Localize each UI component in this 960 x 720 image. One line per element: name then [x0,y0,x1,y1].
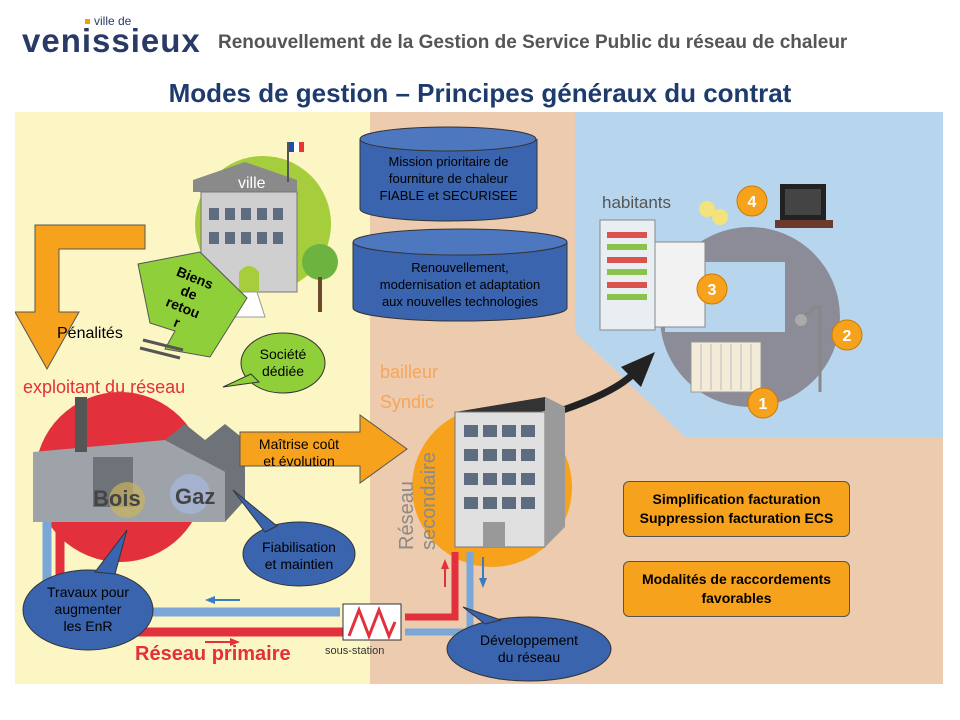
exploitant-label: exploitant du réseau [23,377,185,397]
mission-cylinder [359,126,538,222]
travaux-text: Travaux pour augmenter les EnR [23,584,153,635]
logo-dot [85,19,90,24]
travaux-bubble [22,529,154,651]
number-badges [696,185,863,419]
renouvellement-text: Renouvellement, modernisation et adaptat… [353,259,567,310]
simplification-line-1: Simplification facturation [652,491,821,507]
badge-2-label: 2 [843,328,852,345]
renouvellement-line-2: modernisation et adaptation [379,277,541,292]
arrow-to-habitants-icon [561,352,655,414]
societe-dediee-text: Société dédiée [241,346,325,380]
badge-3-label: 3 [708,282,717,299]
header-title: Renouvellement de la Gestion de Service … [218,32,848,53]
badge-1 [747,387,779,419]
badge-2 [831,319,863,351]
badge-4 [736,185,768,217]
bailleur-label: bailleur [380,362,438,382]
simplification-box: Simplification facturation Suppression f… [623,481,850,537]
gaz-label: Gaz [175,484,215,509]
logo-small-text: ville de [94,14,132,28]
syndic-label: Syndic [380,392,434,412]
ville-label: ville [238,175,266,192]
renouvellement-line-3: aux nouvelles technologies [381,294,539,309]
badge-4-label: 4 [748,194,757,211]
fridge-icon [599,219,706,331]
mission-line-2: fourniture de chaleur [388,171,509,186]
apartment-building-icon [454,397,565,548]
factory-icon [33,397,245,522]
reseau-secondaire-label-2: secondaire [418,452,440,550]
maitrise-line-1: Maîtrise coût [258,436,340,452]
bulbs-icon [699,201,728,225]
modalites-line-2: favorables [701,590,772,606]
travaux-line-1: Travaux pour [47,584,129,600]
modalites-box: Modalités de raccordements favorables [623,561,850,617]
simplification-line-2: Suppression facturation ECS [639,510,834,526]
fiabilisation-bubble [232,489,356,587]
mission-text: Mission prioritaire de fourniture de cha… [360,153,537,204]
societe-line-1: Société [259,346,307,362]
penalites-arrow-icon [15,224,146,371]
maitrise-text: Maîtrise coût et évolution [244,436,354,470]
maitrise-line-2: et évolution [263,453,335,469]
renouvellement-cylinder [352,228,568,322]
sous-station-label: sous-station [325,645,384,657]
fiabilisation-line-1: Fiabilisation [262,539,336,555]
travaux-line-3: les EnR [63,618,113,634]
sous-station-icon [342,603,402,641]
radiator-icon [690,341,762,393]
flow-arrows-icon [205,557,487,646]
page-title: Modes de gestion – Principes généraux du… [168,78,792,108]
fiabilisation-text: Fiabilisation et maintien [243,539,355,573]
badge-3 [696,273,728,305]
tree-icon [302,244,338,312]
mission-line-3: FIABLE et SECURISEE [379,188,518,203]
societe-line-2: dédiée [261,363,305,379]
penalites-label: Pénalités [57,325,123,342]
renouvellement-line-1: Renouvellement, [411,260,509,275]
fiabilisation-line-2: et maintien [264,556,334,572]
habitants-label: habitants [602,193,671,212]
bois-label: Bois [93,486,141,511]
societe-dediee-bubble [222,332,326,394]
mission-line-1: Mission prioritaire de [388,154,509,169]
tv-icon [775,184,833,228]
developpement-line-1: Développement [479,632,579,648]
diagram-scene: 4 3 2 1 Bois Gaz [15,112,943,684]
travaux-line-2: augmenter [54,601,122,617]
developpement-text: Développement du réseau [447,632,611,666]
developpement-line-2: du réseau [497,649,561,665]
badge-1-label: 1 [759,396,768,413]
modalites-line-1: Modalités de raccordements [641,571,832,587]
biens-de-retour-arrow-icon [137,251,248,360]
reseau-primaire-label: Réseau primaire [135,643,291,665]
shower-icon [795,305,822,392]
logo: venissieux [22,22,201,59]
maitrise-arrow-icon [239,414,408,484]
developpement-bubble [446,606,612,682]
reseau-secondaire-label-1: Réseau [396,481,418,550]
